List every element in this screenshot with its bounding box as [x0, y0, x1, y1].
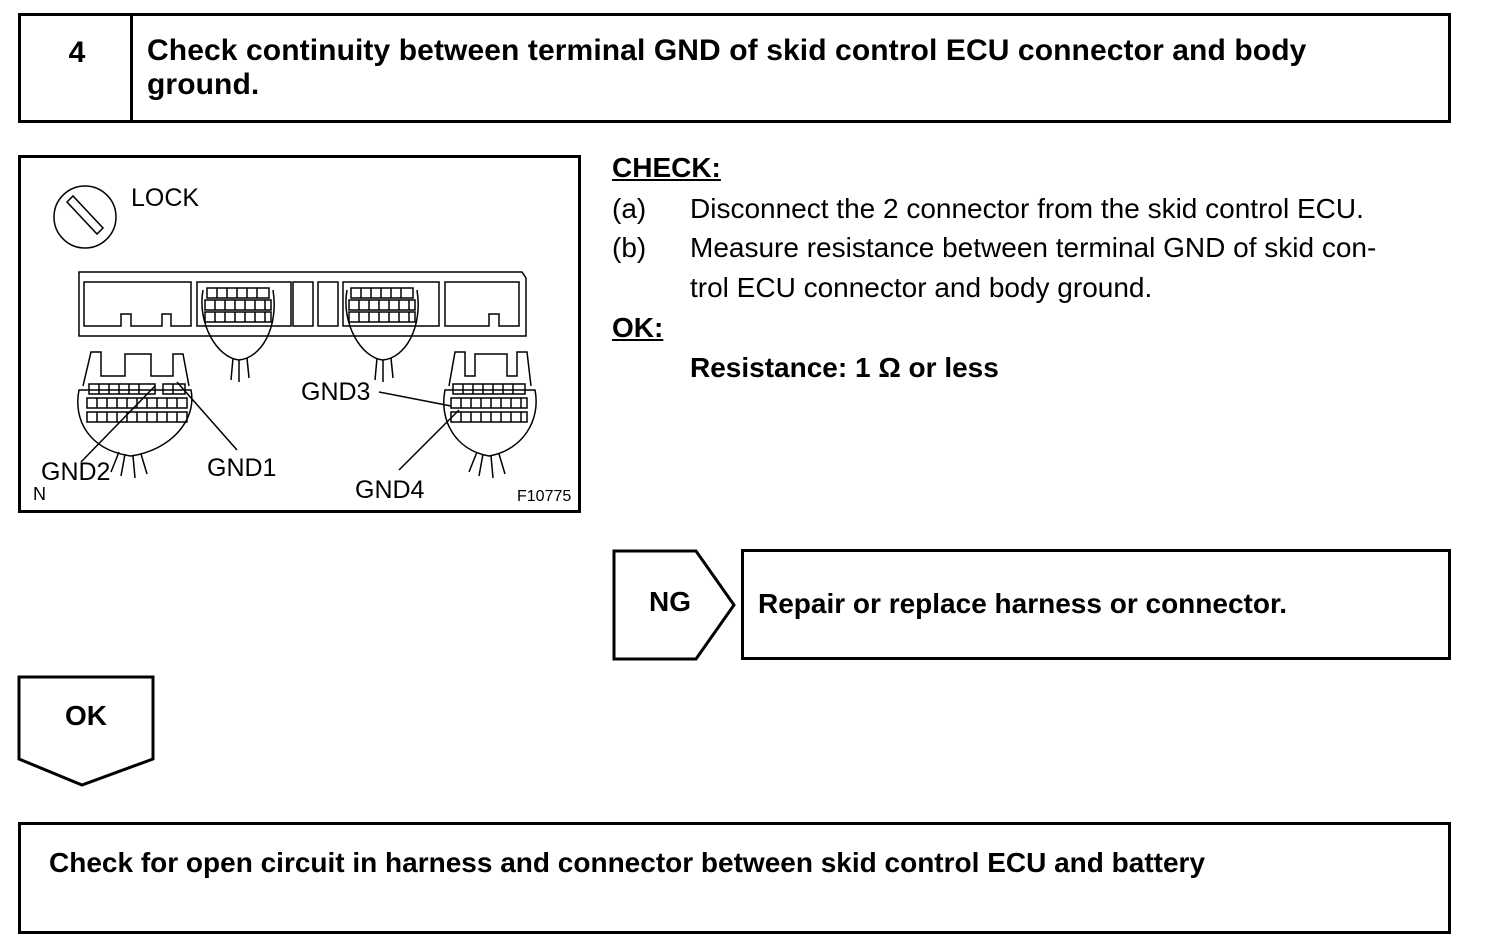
gnd3-leader — [378, 391, 452, 407]
step-header: 4 Check continuity between terminal GND … — [18, 13, 1451, 123]
ok-arrow-shape — [17, 675, 155, 787]
ng-label: NG — [649, 586, 691, 617]
next-step-box: Check for open circuit in harness and co… — [18, 822, 1451, 934]
ok-spec-heading: OK: — [612, 312, 664, 343]
gnd1-label: GND1 — [207, 454, 277, 482]
ng-action-text: Repair or replace harness or connector. — [758, 588, 1288, 619]
ng-arrow-shape — [612, 549, 736, 661]
ignition-lock-icon — [53, 185, 117, 249]
ok-spec-value: Resistance: 1 Ω or less — [690, 352, 999, 383]
gnd1-leader — [176, 381, 238, 451]
step-number-cell: 4 — [21, 16, 133, 120]
step-number: 4 — [68, 36, 86, 69]
check-heading: CHECK: — [612, 152, 721, 183]
check-a-marker: (a) — [612, 193, 647, 224]
ok-branch-label: OK — [65, 700, 107, 731]
check-a-text: Disconnect the 2 connector from the skid… — [690, 193, 1364, 224]
ng-action-box: Repair or replace harness or connector. — [741, 549, 1451, 660]
gnd3-label: GND3 — [301, 378, 371, 406]
gnd2-leader — [80, 385, 156, 463]
figure-corner-letter: N — [33, 484, 46, 504]
gnd4-label: GND4 — [355, 476, 425, 504]
figure-id: F10775 — [517, 488, 572, 505]
step-title-line2: ground. — [147, 68, 260, 101]
step-title-line1: Check continuity between terminal GND of… — [147, 34, 1307, 67]
gnd2-label: GND2 — [41, 458, 111, 486]
check-b-text-line2: trol ECU connector and body ground. — [690, 272, 1153, 303]
connector-figure: LOCK GND3 GND2 GND1 GND4 N F10775 — [18, 155, 581, 513]
check-b-marker: (b) — [612, 232, 647, 263]
lock-label: LOCK — [131, 184, 200, 212]
next-step-text: Check for open circuit in harness and co… — [49, 847, 1206, 878]
gnd4-leader — [398, 409, 460, 471]
step-title: Check continuity between terminal GND of… — [147, 34, 1447, 102]
connector-illustration — [53, 185, 537, 479]
check-b-text-line1: Measure resistance between terminal GND … — [690, 232, 1377, 263]
